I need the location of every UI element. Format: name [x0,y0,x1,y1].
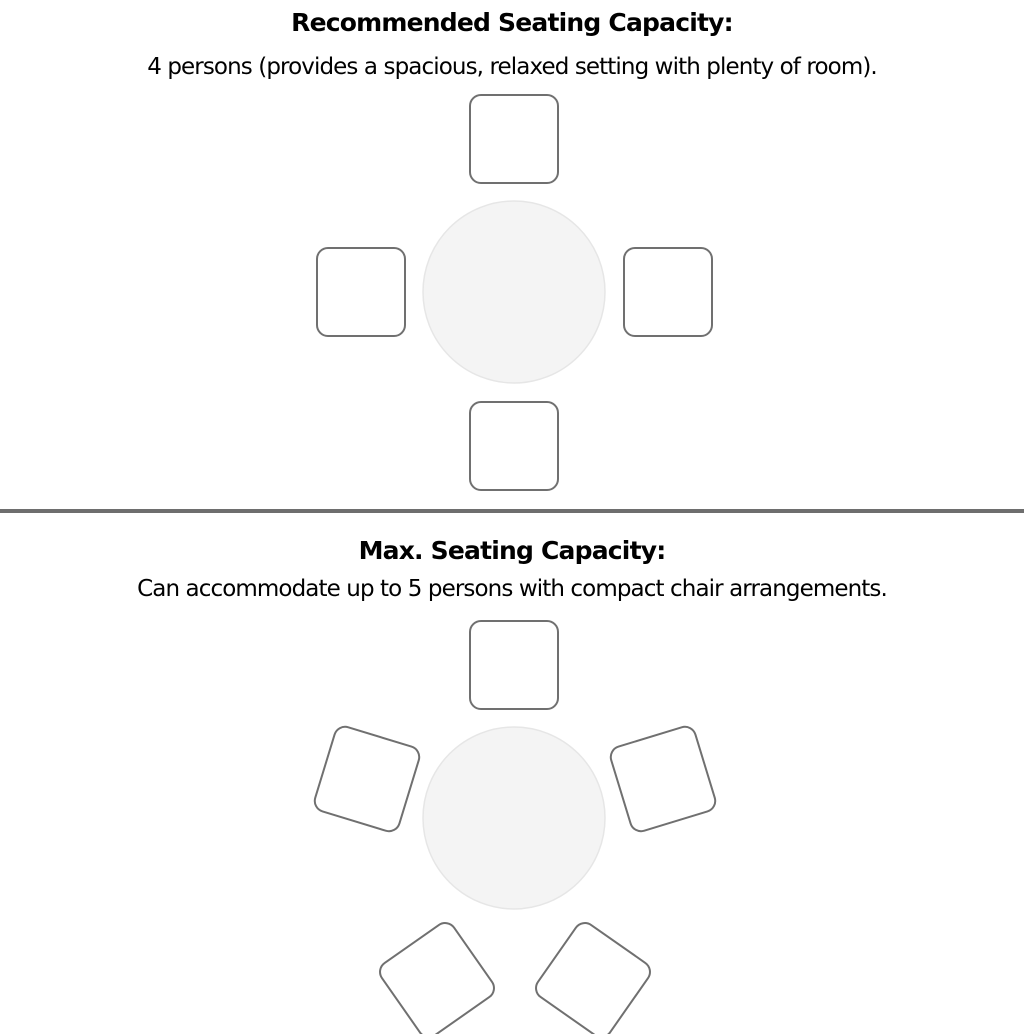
section-divider [0,509,1024,513]
chair-upper-right [609,725,717,833]
recommended-capacity-description: 4 persons (provides a spacious, relaxed … [147,54,878,80]
chair-left [316,247,406,337]
chair-lower-left [379,922,495,1034]
recommended-capacity-heading: Recommended Seating Capacity: [291,8,733,37]
round-table [422,726,606,910]
chair-lower-right [535,922,651,1034]
round-table [422,200,606,384]
chair-bottom [469,401,559,491]
chair-top [469,94,559,184]
recommended-seating-svg [316,94,713,491]
chair-upper-left-group [313,725,421,833]
max-capacity-heading: Max. Seating Capacity: [358,536,667,565]
chair-lower-right-group [535,922,651,1034]
chair-right [623,247,713,337]
chair-upper-right-group [609,725,717,833]
max-seating-svg [313,620,717,1034]
chair-top [469,620,559,710]
recommended-capacity-panel: Recommended Seating Capacity: 4 persons … [0,0,1024,510]
chair-lower-left-group [379,922,495,1034]
recommended-seating-diagram [0,90,1024,510]
chair-upper-left [313,725,421,833]
max-capacity-description: Can accommodate up to 5 persons with com… [137,576,888,602]
max-capacity-panel: Max. Seating Capacity: Can accommodate u… [0,514,1024,1034]
max-seating-diagram [0,614,1024,1034]
